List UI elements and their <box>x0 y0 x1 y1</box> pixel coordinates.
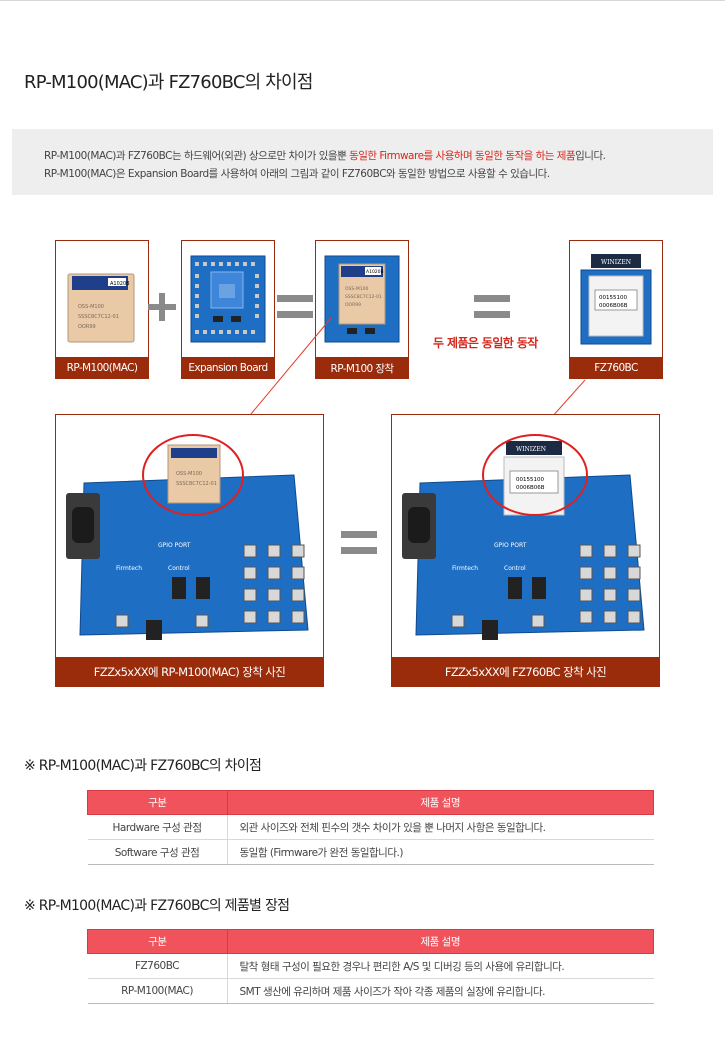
right-fz-line-1: 00155100 <box>516 477 544 483</box>
caption-right-photo: FZZx5xXX에 FZ760BC 장착 사진 <box>391 657 660 687</box>
left-gpio-label: GPIO PORT <box>158 542 191 549</box>
right-control-label: Control <box>504 565 526 572</box>
photo-right: WINIZEN 00155100 0006B06B GPIO PORT Firm… <box>391 414 660 687</box>
left-board-image: OSS-M100 SSSC8C7C12-01 GPIO PORT Firmtec… <box>66 434 309 640</box>
notice-line-1: RP-M100(MAC)과 FZ760BC는 하드웨어(외관) 상으로만 차이가… <box>44 148 606 163</box>
notice-line-2: RP-M100(MAC)은 Expansion Board를 사용하여 아래의 … <box>44 168 550 180</box>
left-control-label: Control <box>168 565 190 572</box>
left-module-line-1: OSS-M100 <box>176 471 202 477</box>
notice-highlight: 동일한 Firmware를 사용하며 동일한 동작을 하는 제품 <box>349 150 576 162</box>
right-firmtech-label: Firmtech <box>452 565 478 572</box>
notice-text: RP-M100(MAC)과 FZ760BC는 하드웨어(외관) 상으로만 차이가… <box>44 150 350 162</box>
expansion-board-image <box>190 255 266 343</box>
left-module-line-2: SSSC8C7C12-01 <box>176 481 217 487</box>
table-header: 구분 제품 설명 <box>87 929 654 954</box>
right-gpio-label: GPIO PORT <box>494 542 527 549</box>
section1-table: 구분 제품 설명 Hardware 구성 관점 외관 사이즈와 전체 핀수의 갯… <box>87 790 654 865</box>
header-category: 구분 <box>87 929 228 954</box>
row-category: RP-M100(MAC) <box>87 978 228 1004</box>
page-title: RP-M100(MAC)과 FZ760BC의 차이점 <box>24 72 313 93</box>
module-line-3: OOR99 <box>78 324 96 330</box>
notice-text-end: 입니다. <box>575 150 606 162</box>
module-tag: A1020B <box>110 281 130 287</box>
plus-icon <box>148 293 176 321</box>
fz-brand: WINIZEN <box>601 259 631 266</box>
mounted-line-2: SSSC8C7C12-01 <box>345 294 382 300</box>
row-description: 탈착 형태 구성이 필요한 경우나 편리한 A/S 및 디버깅 등의 사용에 유… <box>227 953 654 979</box>
fz-line-2: 0006B06B <box>599 303 628 309</box>
row-description: 동일함 (Firmware가 완전 동일합니다.) <box>227 839 654 865</box>
table-row: FZ760BC 탈착 형태 구성이 필요한 경우나 편리한 A/S 및 디버깅 … <box>87 953 654 979</box>
table-row: Software 구성 관점 동일함 (Firmware가 완전 동일합니다.) <box>87 839 654 865</box>
equals-icon-1 <box>277 295 313 319</box>
section1-title: ※ RP-M100(MAC)과 FZ760BC의 차이점 <box>24 758 262 774</box>
mounted-line-3: OOR99 <box>345 302 361 308</box>
equals-icon-2 <box>474 295 510 319</box>
top-divider <box>0 0 725 1</box>
thumb-mounted: A1020B OSS-M100 SSSC8C7C12-01 OOR99 RP-M… <box>315 240 409 379</box>
caption-fz760bc: FZ760BC <box>569 357 663 379</box>
row-category: Hardware 구성 관점 <box>87 814 228 840</box>
header-description: 제품 설명 <box>226 790 654 815</box>
module-line-2: SSSC8C7C12-01 <box>78 314 119 320</box>
caption-left-photo: FZZx5xXX에 RP-M100(MAC) 장착 사진 <box>55 657 324 687</box>
table-row: RP-M100(MAC) SMT 생산에 유리하며 제품 사이즈가 작아 각종 … <box>87 978 654 1004</box>
same-behavior-label: 두 제품은 동일한 동작 <box>433 336 538 350</box>
section2-title: ※ RP-M100(MAC)과 FZ760BC의 제품별 장점 <box>24 898 290 914</box>
mounted-line-1: OSS-M100 <box>345 286 368 292</box>
right-board-image: WINIZEN 00155100 0006B06B GPIO PORT Firm… <box>402 434 645 640</box>
mounted-board-image: A1020B OSS-M100 SSSC8C7C12-01 OOR99 <box>324 255 400 343</box>
mounted-module-tag: A1020B <box>366 269 384 275</box>
table-row: Hardware 구성 관점 외관 사이즈와 전체 핀수의 갯수 차이가 있을 … <box>87 814 654 840</box>
caption-mounted: RP-M100 장착 <box>315 357 409 379</box>
row-category: Software 구성 관점 <box>87 839 228 865</box>
equals-icon-3 <box>341 531 377 555</box>
row-description: SMT 생산에 유리하며 제품 사이즈가 작아 각종 제품의 실장에 유리합니다… <box>227 978 654 1004</box>
right-fz-brand: WINIZEN <box>516 446 546 453</box>
row-description: 외관 사이즈와 전체 핀수의 갯수 차이가 있을 뿐 나머지 사항은 동일합니다… <box>227 814 654 840</box>
caption-expansion: Expansion Board <box>181 357 275 379</box>
table-header: 구분 제품 설명 <box>87 790 654 815</box>
thumb-expansion: Expansion Board <box>181 240 275 379</box>
thumb-fz760bc: WINIZEN 00155100 0006B06B FZ760BC <box>569 240 663 379</box>
module-line-1: OSS-M100 <box>78 304 104 310</box>
header-category: 구분 <box>87 790 228 815</box>
fz760bc-image: WINIZEN 00155100 0006B06B <box>580 254 652 345</box>
fz-line-1: 00155100 <box>599 295 627 301</box>
photo-left: OSS-M100 SSSC8C7C12-01 GPIO PORT Firmtec… <box>55 414 324 687</box>
caption-module: RP-M100(MAC) <box>55 357 149 379</box>
header-description: 제품 설명 <box>226 929 654 954</box>
right-fz-line-2: 0006B06B <box>516 485 545 491</box>
section2-table: 구분 제품 설명 FZ760BC 탈착 형태 구성이 필요한 경우나 편리한 A… <box>87 929 654 1004</box>
left-firmtech-label: Firmtech <box>116 565 142 572</box>
thumb-module: A1020B OSS-M100 SSSC8C7C12-01 OOR99 RP-M… <box>55 240 149 379</box>
notice-box: RP-M100(MAC)과 FZ760BC는 하드웨어(외관) 상으로만 차이가… <box>12 129 713 195</box>
module-image: A1020B OSS-M100 SSSC8C7C12-01 OOR99 <box>67 273 135 342</box>
row-category: FZ760BC <box>87 953 228 979</box>
